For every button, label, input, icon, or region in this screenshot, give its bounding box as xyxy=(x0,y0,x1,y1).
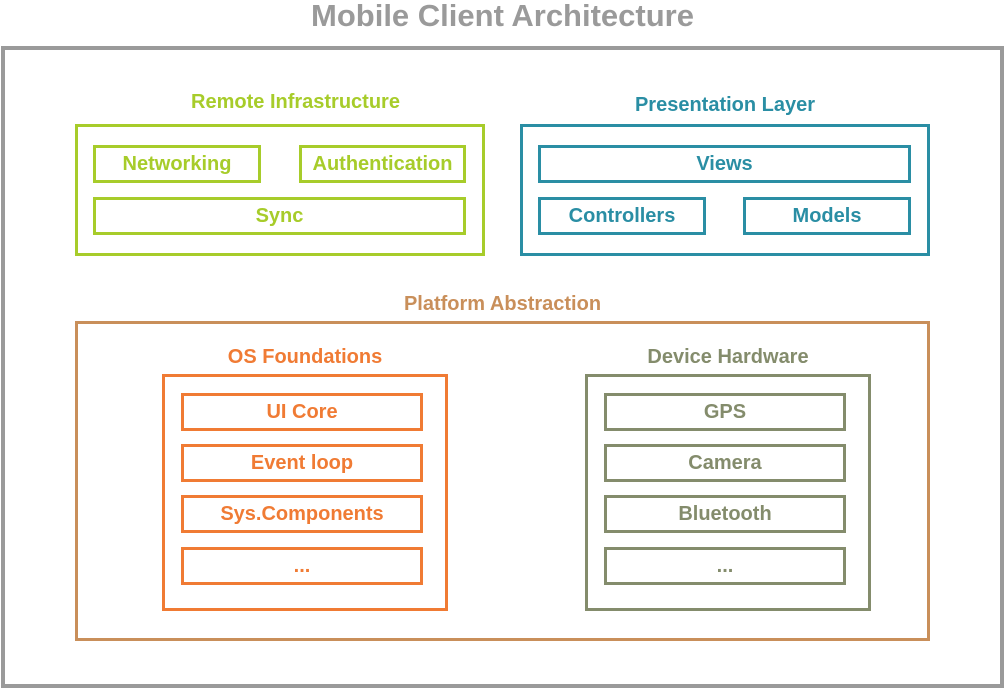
camera-block: Camera xyxy=(604,444,846,482)
platform-abstraction-box xyxy=(75,321,930,641)
device-hardware-box xyxy=(585,374,871,611)
networking-block: Networking xyxy=(93,145,261,183)
bluetooth-block: Bluetooth xyxy=(604,495,846,533)
presentation-layer-box xyxy=(520,124,930,256)
sync-block: Sync xyxy=(93,197,466,235)
gps-block: GPS xyxy=(604,393,846,431)
models-block: Models xyxy=(743,197,911,235)
remote-infrastructure-box xyxy=(75,124,485,256)
presentation-layer-label: Presentation Layer xyxy=(634,94,816,116)
outer-frame xyxy=(1,46,1004,688)
authentication-block: Authentication xyxy=(299,145,466,183)
os-more-block: ... xyxy=(181,547,423,585)
os-foundations-box xyxy=(162,374,448,611)
event-loop-block: Event loop xyxy=(181,444,423,482)
os-foundations-label: OS Foundations xyxy=(227,346,383,368)
device-hardware-label: Device Hardware xyxy=(647,346,809,368)
remote-infrastructure-label: Remote Infrastructure xyxy=(191,91,400,113)
device-more-block: ... xyxy=(604,547,846,585)
views-block: Views xyxy=(538,145,911,183)
diagram-title: Mobile Client Architecture xyxy=(311,0,694,33)
controllers-block: Controllers xyxy=(538,197,706,235)
platform-abstraction-label: Platform Abstraction xyxy=(403,293,602,315)
ui-core-block: UI Core xyxy=(181,393,423,431)
sys-components-block: Sys.Components xyxy=(181,495,423,533)
